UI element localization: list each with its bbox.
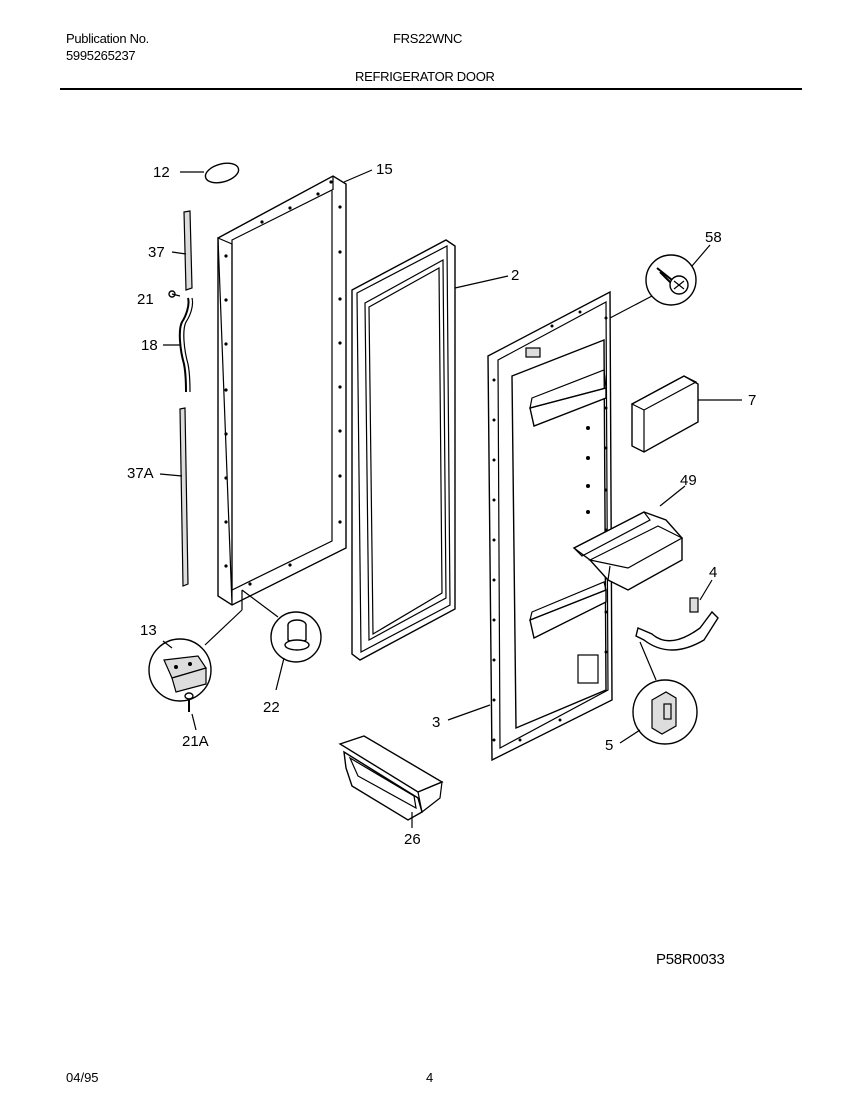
part-12-cap: 12 bbox=[153, 162, 240, 184]
part-22-bushing-detail: 22 bbox=[241, 589, 322, 716]
part-37-hinge-strip: 37 bbox=[148, 210, 193, 291]
part-49-door-bin: 49 bbox=[572, 472, 697, 591]
callout-37a: 37A bbox=[127, 465, 154, 482]
callout-12: 12 bbox=[153, 164, 170, 181]
callout-37: 37 bbox=[148, 244, 165, 261]
part-37a-hinge-strip: 37A bbox=[127, 407, 189, 587]
part-13-hinge-detail: 13 bbox=[140, 590, 243, 702]
callout-13: 13 bbox=[140, 622, 157, 639]
publication-number: 5995265237 bbox=[66, 48, 136, 63]
part-3-door-liner: 3 bbox=[432, 290, 613, 762]
diagram-code: P58R0033 bbox=[656, 951, 725, 968]
part-58-screw-detail: 58 bbox=[609, 229, 722, 319]
callout-22: 22 bbox=[263, 699, 280, 716]
callout-2: 2 bbox=[511, 267, 519, 284]
part-26-tray: 26 bbox=[338, 735, 444, 848]
callout-18: 18 bbox=[141, 337, 158, 354]
callout-21a: 21A bbox=[182, 733, 209, 750]
callout-15: 15 bbox=[376, 161, 393, 178]
callout-26: 26 bbox=[404, 831, 421, 848]
part-21a-screw: 21A bbox=[182, 692, 209, 750]
publication-label: Publication No. bbox=[66, 31, 149, 46]
part-4-retainer-bar: 4 bbox=[635, 564, 719, 651]
callout-7: 7 bbox=[748, 392, 756, 409]
callout-3: 3 bbox=[432, 714, 440, 731]
part-15-door-frame: 15 bbox=[217, 161, 393, 606]
part-2-gasket: 2 bbox=[351, 239, 519, 661]
footer-date: 04/95 bbox=[66, 1070, 99, 1085]
part-5-clip-detail: 5 bbox=[605, 641, 698, 754]
part-7-dairy-door: 7 bbox=[630, 375, 756, 453]
part-18-hinge: 18 bbox=[141, 297, 194, 393]
callout-4: 4 bbox=[709, 564, 717, 581]
part-21-screw: 21 bbox=[137, 290, 181, 308]
footer-page-number: 4 bbox=[426, 1070, 434, 1085]
callout-49: 49 bbox=[680, 472, 697, 489]
section-title: REFRIGERATOR DOOR bbox=[355, 69, 495, 84]
header-rule bbox=[60, 88, 802, 90]
model-number: FRS22WNC bbox=[393, 31, 463, 46]
callout-5: 5 bbox=[605, 737, 613, 754]
callout-58: 58 bbox=[705, 229, 722, 246]
callout-21: 21 bbox=[137, 291, 154, 308]
